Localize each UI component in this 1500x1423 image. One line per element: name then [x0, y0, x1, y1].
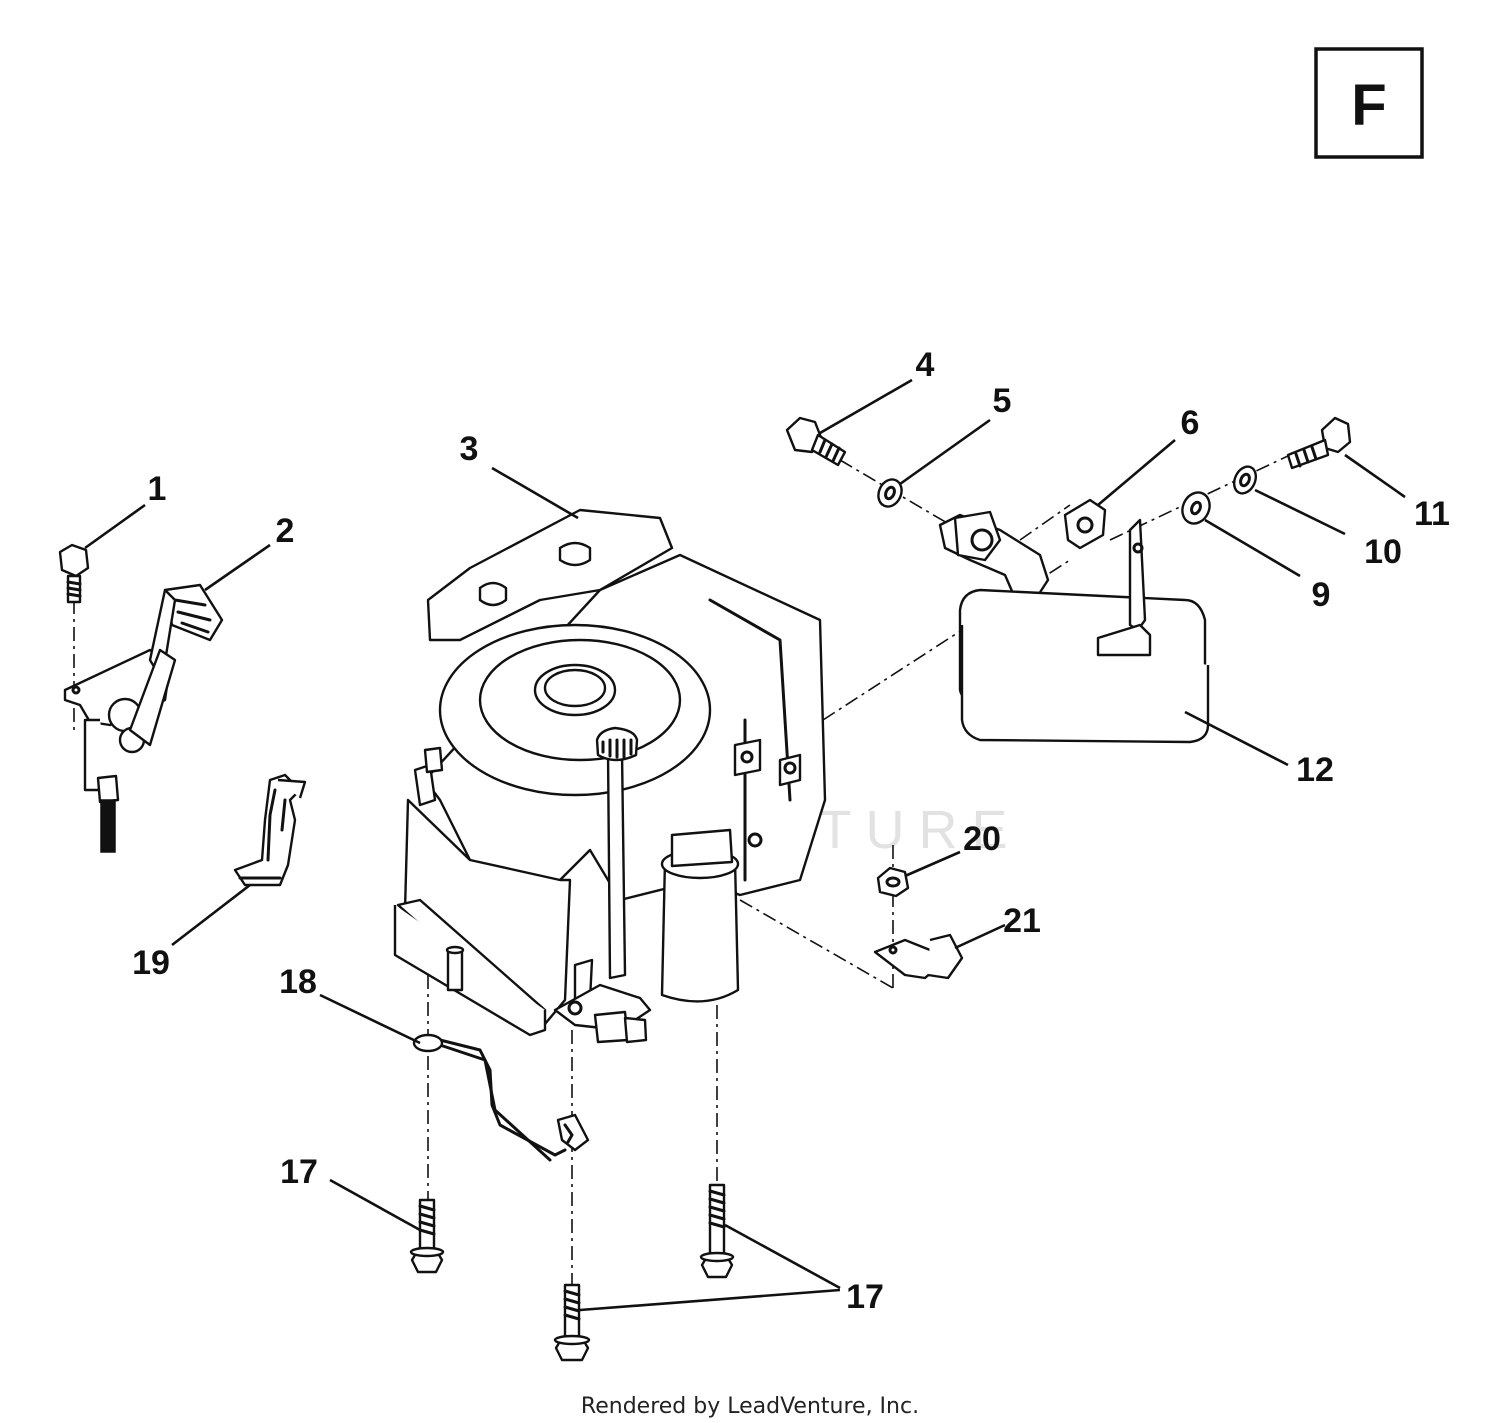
- part-2-throttle-control: [63, 583, 224, 853]
- callouts: 1 2 3 4 5 6 9 10 11 12 17 17 18 19 20 21: [132, 346, 1450, 1316]
- part-12-muffler: [958, 518, 1210, 744]
- part-21-clamp: [873, 933, 964, 980]
- part-4-bolt: [785, 416, 847, 467]
- callout-9: 9: [1312, 576, 1331, 614]
- callout-17-left: 17: [280, 1153, 318, 1191]
- part-17-bolt-right: [699, 1183, 735, 1279]
- callout-12: 12: [1296, 751, 1334, 789]
- callout-19: 19: [132, 944, 170, 982]
- part-3-engine: [393, 508, 827, 1044]
- part-9-washer: [1181, 491, 1211, 525]
- callout-2: 2: [276, 512, 295, 550]
- callout-10: 10: [1364, 533, 1402, 571]
- part-20-nut: [876, 866, 910, 898]
- callout-17-right: 17: [846, 1278, 884, 1316]
- callout-20: 20: [963, 820, 1001, 858]
- part-6-gasket: [1063, 498, 1107, 550]
- callout-21: 21: [1003, 902, 1041, 940]
- leader-lines: [84, 378, 1406, 1312]
- part-19-clip: [233, 773, 307, 887]
- part-5-washer: [877, 478, 903, 508]
- callout-6: 6: [1181, 404, 1200, 442]
- part-18-wire: [412, 1033, 590, 1162]
- part-17-bolt-left: [409, 1198, 445, 1274]
- callout-4: 4: [916, 346, 935, 384]
- section-letter-box: F: [1314, 47, 1424, 159]
- callout-11: 11: [1414, 495, 1450, 533]
- footer-credit: Rendered by LeadVenture, Inc.: [581, 1394, 919, 1419]
- callout-18: 18: [279, 963, 317, 1001]
- section-letter: F: [1351, 73, 1386, 138]
- part-1-bolt: [58, 543, 90, 604]
- callout-3: 3: [460, 430, 479, 468]
- part-10-lockwasher: [1232, 465, 1258, 495]
- exhaust-elbow: [938, 510, 1050, 602]
- part-17-bolt-center: [553, 1283, 591, 1362]
- part-11-bolt: [1286, 416, 1352, 470]
- callout-1: 1: [148, 470, 167, 508]
- callout-5: 5: [993, 382, 1012, 420]
